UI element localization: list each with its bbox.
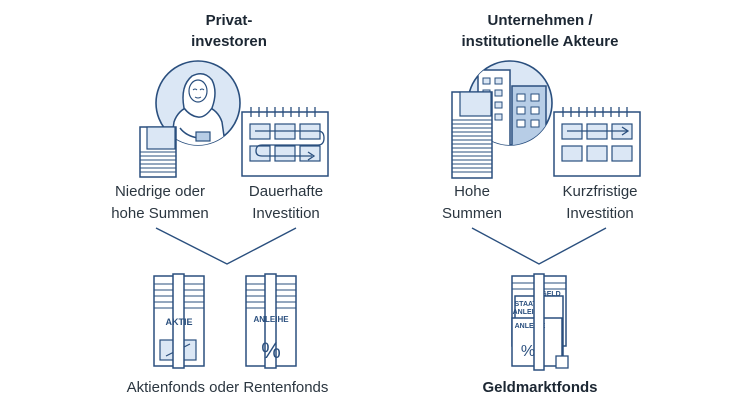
right-label-amount-line1: Hohe xyxy=(454,183,490,200)
stock-doc-label: AKTIE xyxy=(166,317,193,327)
left-label-duration: Dauerhafte Investition xyxy=(226,181,346,225)
left-title-line1: Privat- xyxy=(205,12,253,29)
bond-doc-label: ANLEIHE xyxy=(253,315,289,324)
left-label-amount: Niedrige oder hohe Summen xyxy=(95,181,225,225)
right-title-line2: institutionelle Akteure xyxy=(461,33,619,50)
right-label-duration-line1: Kurzfristige xyxy=(562,183,638,200)
right-title: Unternehmen / institutionelle Akteure xyxy=(420,10,660,52)
left-connector xyxy=(155,227,297,265)
money-stack-icon xyxy=(139,126,177,178)
percent-sign-small: % xyxy=(521,343,535,360)
right-label-duration-line2: Investition xyxy=(566,205,634,222)
left-title-line2: investoren xyxy=(191,33,267,50)
calendar-longterm-icon xyxy=(241,107,329,177)
staats-anleihe-label: ANLEIHE xyxy=(513,309,544,316)
money-stack-large-icon xyxy=(451,91,493,179)
right-result: Geldmarktfonds xyxy=(482,379,598,396)
money-market-fund-icon: GELD STAATS ANLEIHE ANLEIHE % xyxy=(511,273,569,371)
right-label-duration: Kurzfristige Investition xyxy=(540,181,660,225)
left-label-duration-line1: Dauerhafte xyxy=(248,183,324,200)
left-result: Aktienfonds oder Rentenfonds xyxy=(126,379,329,396)
calendar-shortterm-icon xyxy=(553,107,641,177)
staats-label: STAATS xyxy=(515,301,542,308)
right-title-line1: Unternehmen / xyxy=(487,12,593,29)
percent-sign: % xyxy=(261,338,281,363)
left-label-amount-line2: hohe Summen xyxy=(111,205,209,222)
stock-fund-icon: AKTIE xyxy=(153,273,205,369)
left-label-duration-line2: Investition xyxy=(252,205,320,222)
investor-person-icon xyxy=(155,60,241,146)
right-label-amount: Hohe Summen xyxy=(417,181,527,225)
geld-label: GELD xyxy=(541,291,560,298)
anleihe-label: ANLEIHE xyxy=(515,323,546,330)
right-connector xyxy=(471,227,607,265)
left-title: Privat- investoren xyxy=(144,10,314,52)
right-label-amount-line2: Summen xyxy=(441,205,503,222)
left-label-amount-line1: Niedrige oder xyxy=(114,183,206,200)
bond-fund-icon: ANLEIHE % xyxy=(245,273,297,369)
